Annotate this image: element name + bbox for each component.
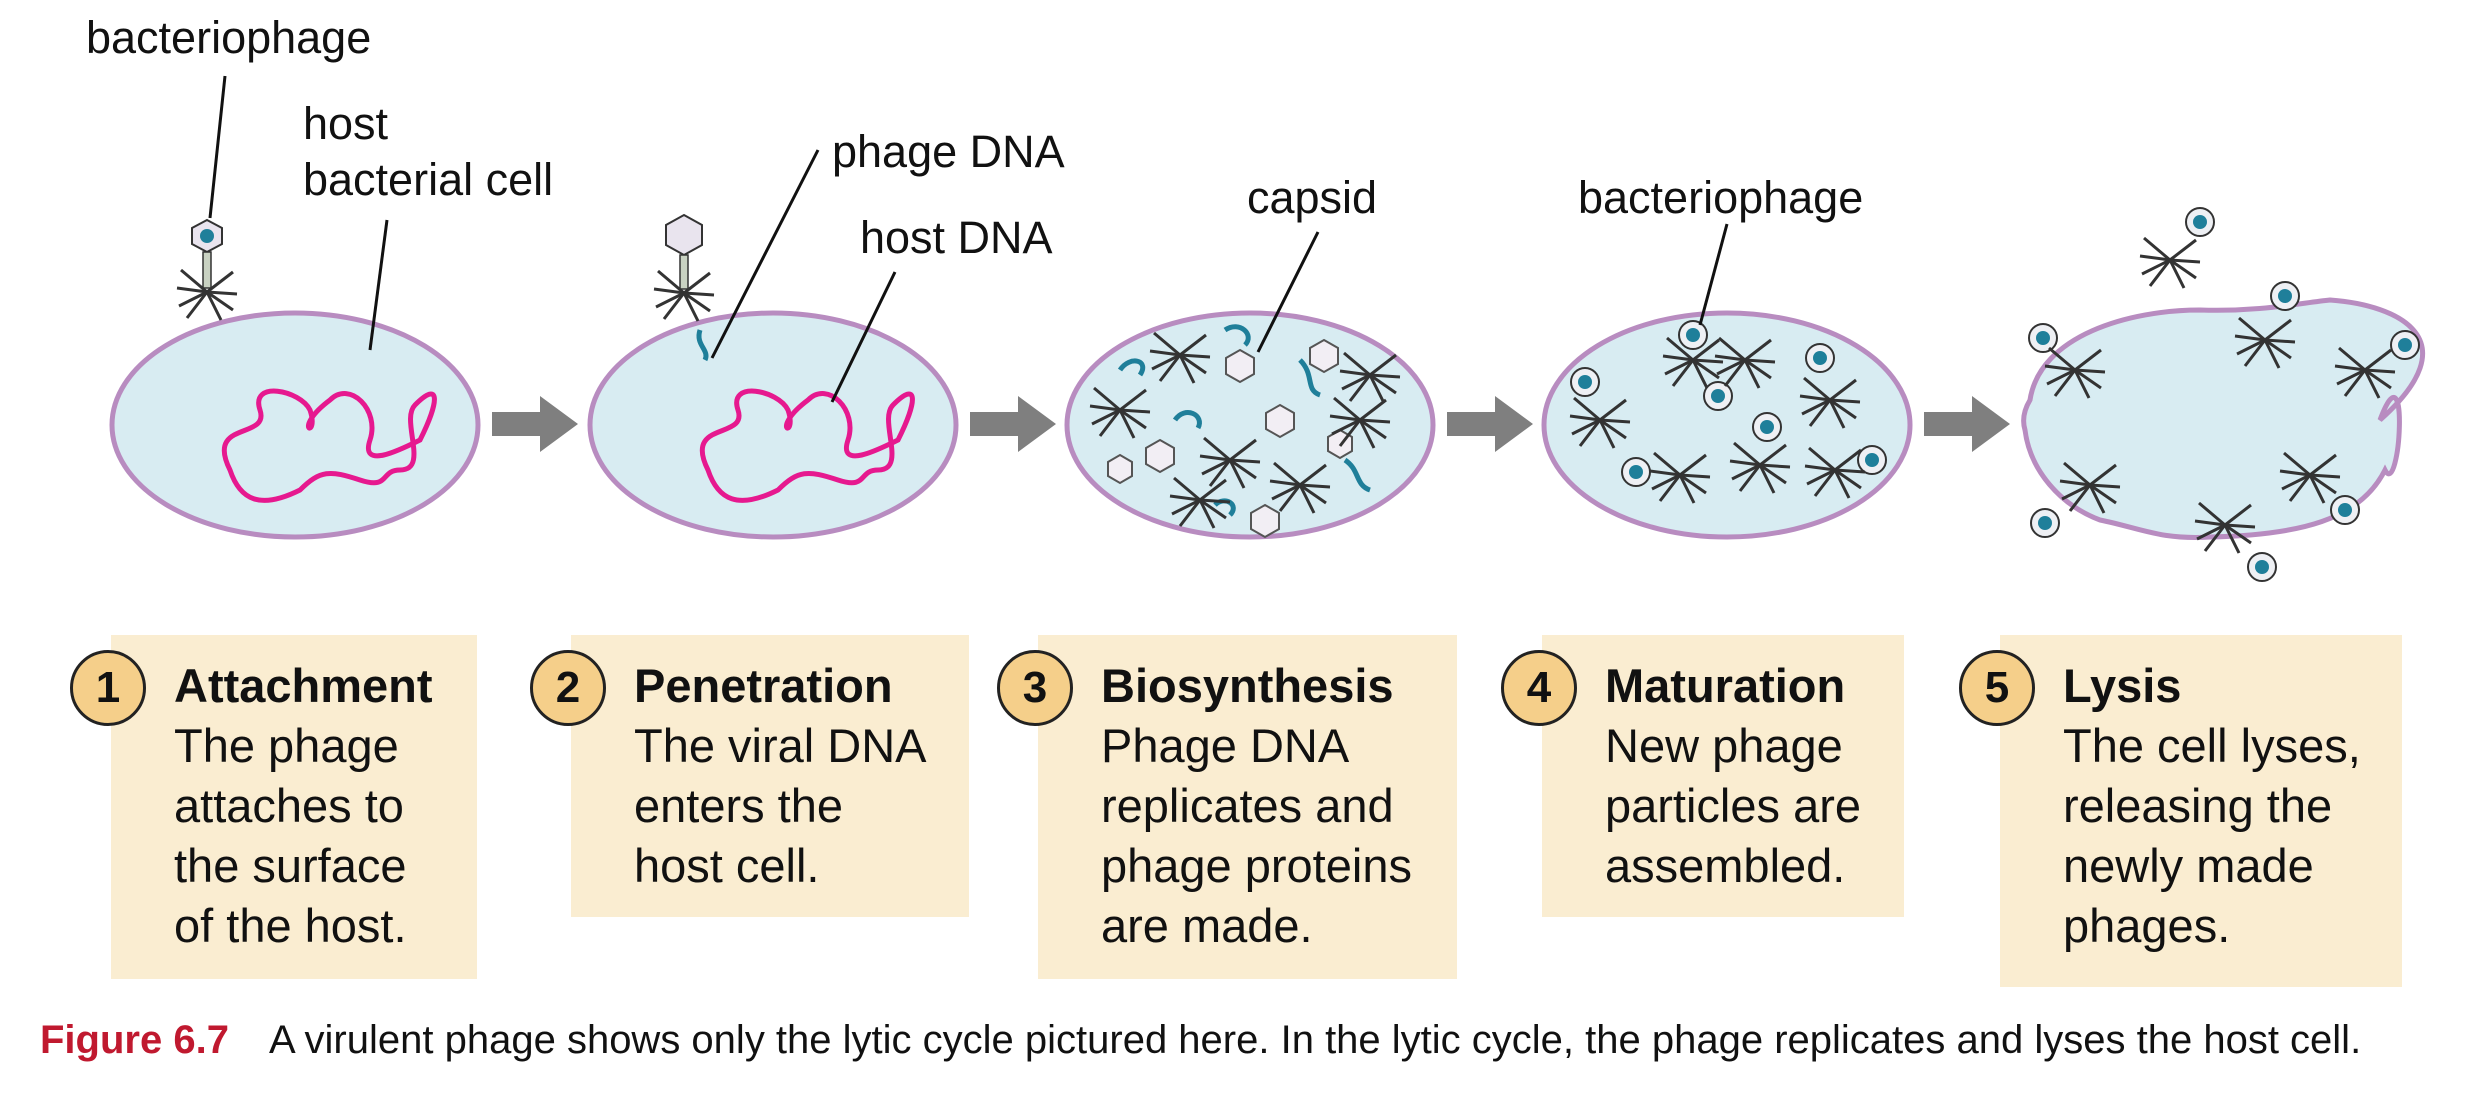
step-text-2: Penetration The viral DNA enters the hos… (634, 656, 927, 896)
arrow-1-2 (492, 396, 578, 452)
step-text-4: Maturation New phage particles are assem… (1605, 656, 1861, 896)
step-description-1: The phage attaches to the surface of the… (174, 719, 407, 952)
step-text-3: Biosynthesis Phage DNA replicates and ph… (1101, 656, 1412, 956)
step-description-3: Phage DNA replicates and phage proteins … (1101, 719, 1412, 952)
step-title-4: Maturation (1605, 659, 1846, 712)
label-phage-dna: phage DNA (832, 126, 1065, 177)
released-phages (2028, 207, 2420, 582)
assembled-phages (1568, 320, 1887, 505)
step-number-4: 4 (1501, 650, 1577, 726)
step-box-5 (2000, 635, 2402, 987)
phage-dna-strand (696, 329, 709, 362)
step-number-1: 1 (70, 650, 146, 726)
figure-caption: Figure 6.7 A virulent phage shows only th… (40, 1018, 2361, 1063)
host-dna-1 (221, 388, 437, 503)
figure-number: Figure 6.7 (40, 1018, 229, 1062)
host-dna-2 (699, 388, 915, 503)
step-title-1: Attachment (174, 659, 433, 712)
leader-phage-dna (710, 149, 820, 359)
arrow-3-4 (1447, 396, 1533, 452)
arrow-2-3 (970, 396, 1056, 452)
step-title-3: Biosynthesis (1101, 659, 1394, 712)
step-box-4 (1542, 635, 1904, 917)
leader-bacteriophage-1 (208, 75, 227, 219)
lytic-cycle-diagram (109, 75, 2426, 582)
label-bacteriophage-1: bacteriophage (86, 12, 372, 63)
step-box-2 (571, 635, 969, 917)
step-box-3 (1038, 635, 1457, 979)
bacteriophage-attached (175, 218, 239, 322)
bacteriophage-penetrating (652, 213, 716, 323)
step-title-5: Lysis (2063, 659, 2182, 712)
step-box-1 (111, 635, 477, 979)
leader-capsid (1256, 231, 1320, 353)
biosynthesis-contents (1088, 324, 1402, 539)
step-number-5: 5 (1959, 650, 2035, 726)
arrow-4-5 (1924, 396, 2010, 452)
host-cell-1 (109, 310, 481, 540)
leader-host-cell (368, 219, 389, 351)
label-bacteriophage-2: bacteriophage (1578, 172, 1864, 223)
label-capsid: capsid (1247, 172, 1378, 223)
host-cell-2 (587, 310, 959, 540)
step-description-2: The viral DNA enters the host cell. (634, 719, 927, 892)
caption-text: A virulent phage shows only the lytic cy… (268, 1018, 2362, 1062)
step-description-5: The cell lyses, releasing the newly made… (2063, 719, 2361, 952)
step-text-1: Attachment The phage attaches to the sur… (174, 656, 433, 956)
leader-bacteriophage-2 (1698, 223, 1729, 326)
leader-host-dna (830, 271, 897, 403)
host-cell-3 (1064, 310, 1436, 540)
label-host-cell: host bacterial cell (303, 98, 554, 206)
step-number-3: 3 (997, 650, 1073, 726)
label-host-dna: host DNA (860, 212, 1053, 263)
step-text-5: Lysis The cell lyses, releasing the newl… (2063, 656, 2361, 956)
step-title-2: Penetration (634, 659, 893, 712)
step-number-2: 2 (530, 650, 606, 726)
lysed-cell (2021, 297, 2426, 540)
step-description-4: New phage particles are assembled. (1605, 719, 1861, 892)
